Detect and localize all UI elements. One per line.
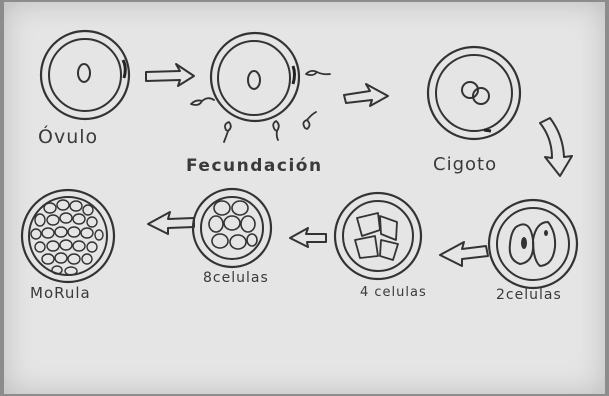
arrow-5 bbox=[290, 228, 326, 247]
dos-celulas-cell-2 bbox=[533, 222, 555, 266]
fecundacion-outer-membrane bbox=[211, 33, 299, 121]
fecundacion-inner-membrane bbox=[218, 41, 290, 115]
stage-dos-celulas bbox=[489, 200, 577, 288]
arrow-1 bbox=[146, 64, 194, 86]
ocho-celulas-cells bbox=[209, 201, 257, 249]
label-cuatro-celulas: 4 celulas bbox=[360, 285, 427, 300]
ocho-celulas-outer-membrane bbox=[193, 189, 271, 267]
ovulo-membrane-mark bbox=[123, 60, 125, 78]
cuatro-celulas-cell-3 bbox=[355, 236, 378, 258]
arrow-2 bbox=[344, 84, 388, 106]
stage-cuatro-celulas bbox=[335, 193, 421, 279]
cuatro-celulas-cell-1 bbox=[357, 213, 380, 236]
stage-ovulo bbox=[41, 31, 129, 119]
arrow-6 bbox=[148, 212, 194, 234]
fecundacion-nucleus bbox=[248, 71, 260, 89]
label-ocho-celulas: 8celulas bbox=[203, 270, 269, 286]
label-fecundacion: Fecundación bbox=[186, 156, 323, 176]
arrow-3 bbox=[540, 118, 572, 176]
label-cigoto: Cigoto bbox=[433, 154, 497, 175]
ovulo-nucleus bbox=[78, 64, 90, 82]
label-dos-celulas: 2celulas bbox=[496, 287, 562, 303]
stage-cigoto bbox=[428, 47, 520, 139]
cuatro-celulas-cell-4 bbox=[380, 240, 398, 260]
ovulo-outer-membrane bbox=[41, 31, 129, 119]
cuatro-celulas-cell-2 bbox=[380, 216, 397, 240]
stage-morula bbox=[22, 190, 114, 282]
stage-ocho-celulas bbox=[193, 189, 271, 267]
cuatro-celulas-inner-membrane bbox=[343, 201, 413, 271]
label-morula: MoRula bbox=[30, 284, 91, 302]
label-ovulo: Óvulo bbox=[38, 126, 98, 148]
cuatro-celulas-outer-membrane bbox=[335, 193, 421, 279]
ovulo-inner-membrane bbox=[49, 39, 121, 111]
arrow-4 bbox=[440, 242, 488, 266]
stage-fecundacion bbox=[191, 33, 330, 142]
